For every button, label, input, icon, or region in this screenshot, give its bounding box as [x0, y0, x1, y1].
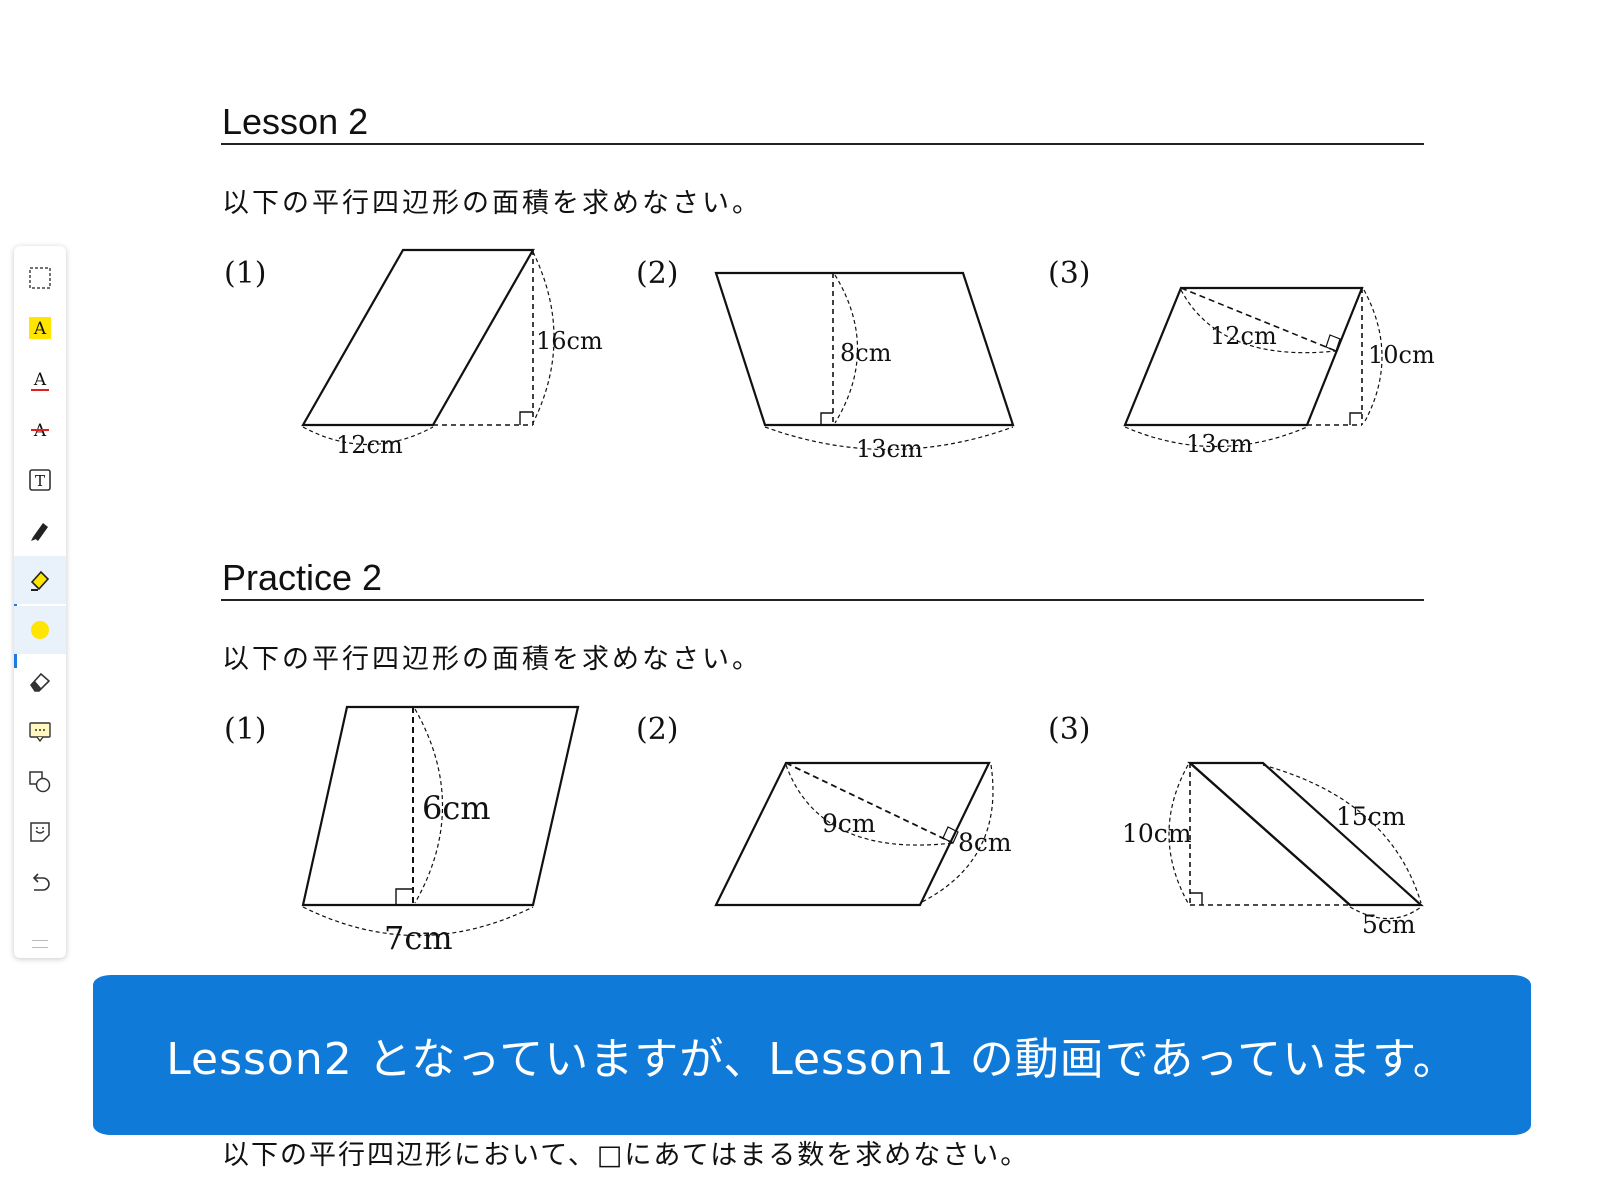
practice-problem-3-label: (3): [1048, 712, 1091, 747]
practice-3-base-label: 5cm: [1362, 910, 1416, 939]
highlight-text-icon[interactable]: A: [14, 304, 66, 352]
practice-1-height-label: 6cm: [422, 789, 491, 827]
lesson-3-right-angle-b: [1325, 334, 1341, 352]
comment-icon[interactable]: [14, 708, 66, 756]
practice-1-height-arc: [414, 708, 443, 904]
practice-3-height-arc: [1168, 764, 1189, 904]
lesson-3-side-arc: [1180, 289, 1337, 354]
lesson-problem-2-label: (2): [636, 256, 679, 291]
annotation-toolbar: A A A T: [14, 246, 66, 958]
caption-banner: Lesson2 となっていますが、Lesson1 の動画であっています。: [93, 975, 1531, 1135]
practice-problem-1-label: (1): [224, 712, 267, 747]
lesson-1-height-arc: [532, 251, 555, 424]
lesson-3-height-label: 10cm: [1368, 341, 1435, 369]
lesson-2-base-arc: [764, 426, 1014, 451]
practice-problem-2-label: (2): [636, 712, 679, 747]
lesson-3-side-label: 12cm: [1210, 322, 1277, 350]
lesson-problem-3-label: (3): [1048, 256, 1091, 291]
lesson-problem-1-label: (1): [224, 256, 267, 291]
practice-3-right-angle: [1190, 892, 1203, 905]
pen-icon[interactable]: [14, 506, 66, 554]
lesson-instruction: 以下の平行四辺形の面積を求めなさい。: [222, 188, 762, 219]
lesson-2-right-angle: [820, 412, 833, 425]
svg-text:T: T: [35, 472, 45, 490]
svg-text:A: A: [33, 319, 47, 339]
undo-icon[interactable]: [14, 858, 66, 906]
practice-2-height-label: 8cm: [958, 828, 1012, 857]
practice-title-rule: [221, 599, 1424, 601]
practice-2-parallelogram: [714, 761, 991, 907]
lesson-2-height-label: 8cm: [840, 339, 892, 367]
practice-2-right-angle: [942, 826, 959, 844]
text-box-icon[interactable]: T: [14, 456, 66, 504]
toolbar-drag-handle[interactable]: [32, 940, 48, 948]
practice-2-side-label: 9cm: [822, 809, 876, 838]
color-swatch-icon[interactable]: [14, 606, 66, 654]
practice-2-side-arc: [785, 764, 954, 846]
practice-1-right-angle: [395, 888, 413, 905]
lesson-1-height-label: 16cm: [536, 327, 603, 355]
practice-3-side-label: 15cm: [1336, 802, 1406, 831]
lesson-3-height-arc: [1363, 289, 1383, 424]
lesson-title: Lesson 2: [222, 101, 369, 142]
lesson-3-base-arc: [1124, 426, 1308, 448]
lesson-3-height-line: [1180, 287, 1337, 352]
lesson-2-height-arc: [834, 274, 858, 424]
lesson-1-base-arc: [302, 426, 434, 446]
lesson-3-right-angle-a: [1349, 412, 1362, 425]
lesson-3-base-label: 13cm: [1186, 430, 1253, 458]
next-section-instruction: 以下の平行四辺形において、□にあてはまる数を求めなさい。: [222, 1140, 1030, 1171]
lesson-title-rule: [221, 143, 1424, 145]
practice-1-base-label: 7cm: [384, 919, 453, 957]
practice-3-diagonal-edge: [1189, 762, 1351, 906]
eraser-icon[interactable]: [14, 658, 66, 706]
lesson-2-parallelogram: [714, 271, 1015, 427]
practice-1-base-arc: [302, 906, 534, 937]
highlighter-icon[interactable]: [14, 556, 66, 604]
sticker-icon[interactable]: [14, 808, 66, 856]
practice-3-base-arc: [1349, 906, 1422, 919]
underline-text-icon[interactable]: A: [14, 356, 66, 404]
practice-3-height-label: 10cm: [1122, 819, 1192, 848]
practice-3-side-arc: [1262, 764, 1422, 904]
practice-3-parallelogram: [1187, 761, 1424, 907]
practice-2-height-line: [785, 762, 954, 844]
lesson-1-right-angle: [519, 411, 533, 425]
strikethrough-text-icon[interactable]: A: [14, 406, 66, 454]
svg-text:A: A: [33, 370, 47, 390]
practice-2-height-arc: [919, 764, 994, 904]
practice-1-parallelogram: [301, 705, 580, 907]
shapes-icon[interactable]: [14, 758, 66, 806]
lesson-1-base-label: 12cm: [336, 431, 403, 459]
practice-instruction: 以下の平行四辺形の面積を求めなさい。: [222, 644, 762, 675]
caption-text: Lesson2 となっていますが、Lesson1 の動画であっています。: [166, 1034, 1458, 1085]
lesson-1-parallelogram: [301, 248, 535, 427]
select-icon[interactable]: [14, 254, 66, 302]
lesson-2-base-label: 13cm: [856, 435, 923, 463]
lesson-3-parallelogram: [1123, 286, 1364, 427]
practice-title: Practice 2: [222, 557, 383, 598]
